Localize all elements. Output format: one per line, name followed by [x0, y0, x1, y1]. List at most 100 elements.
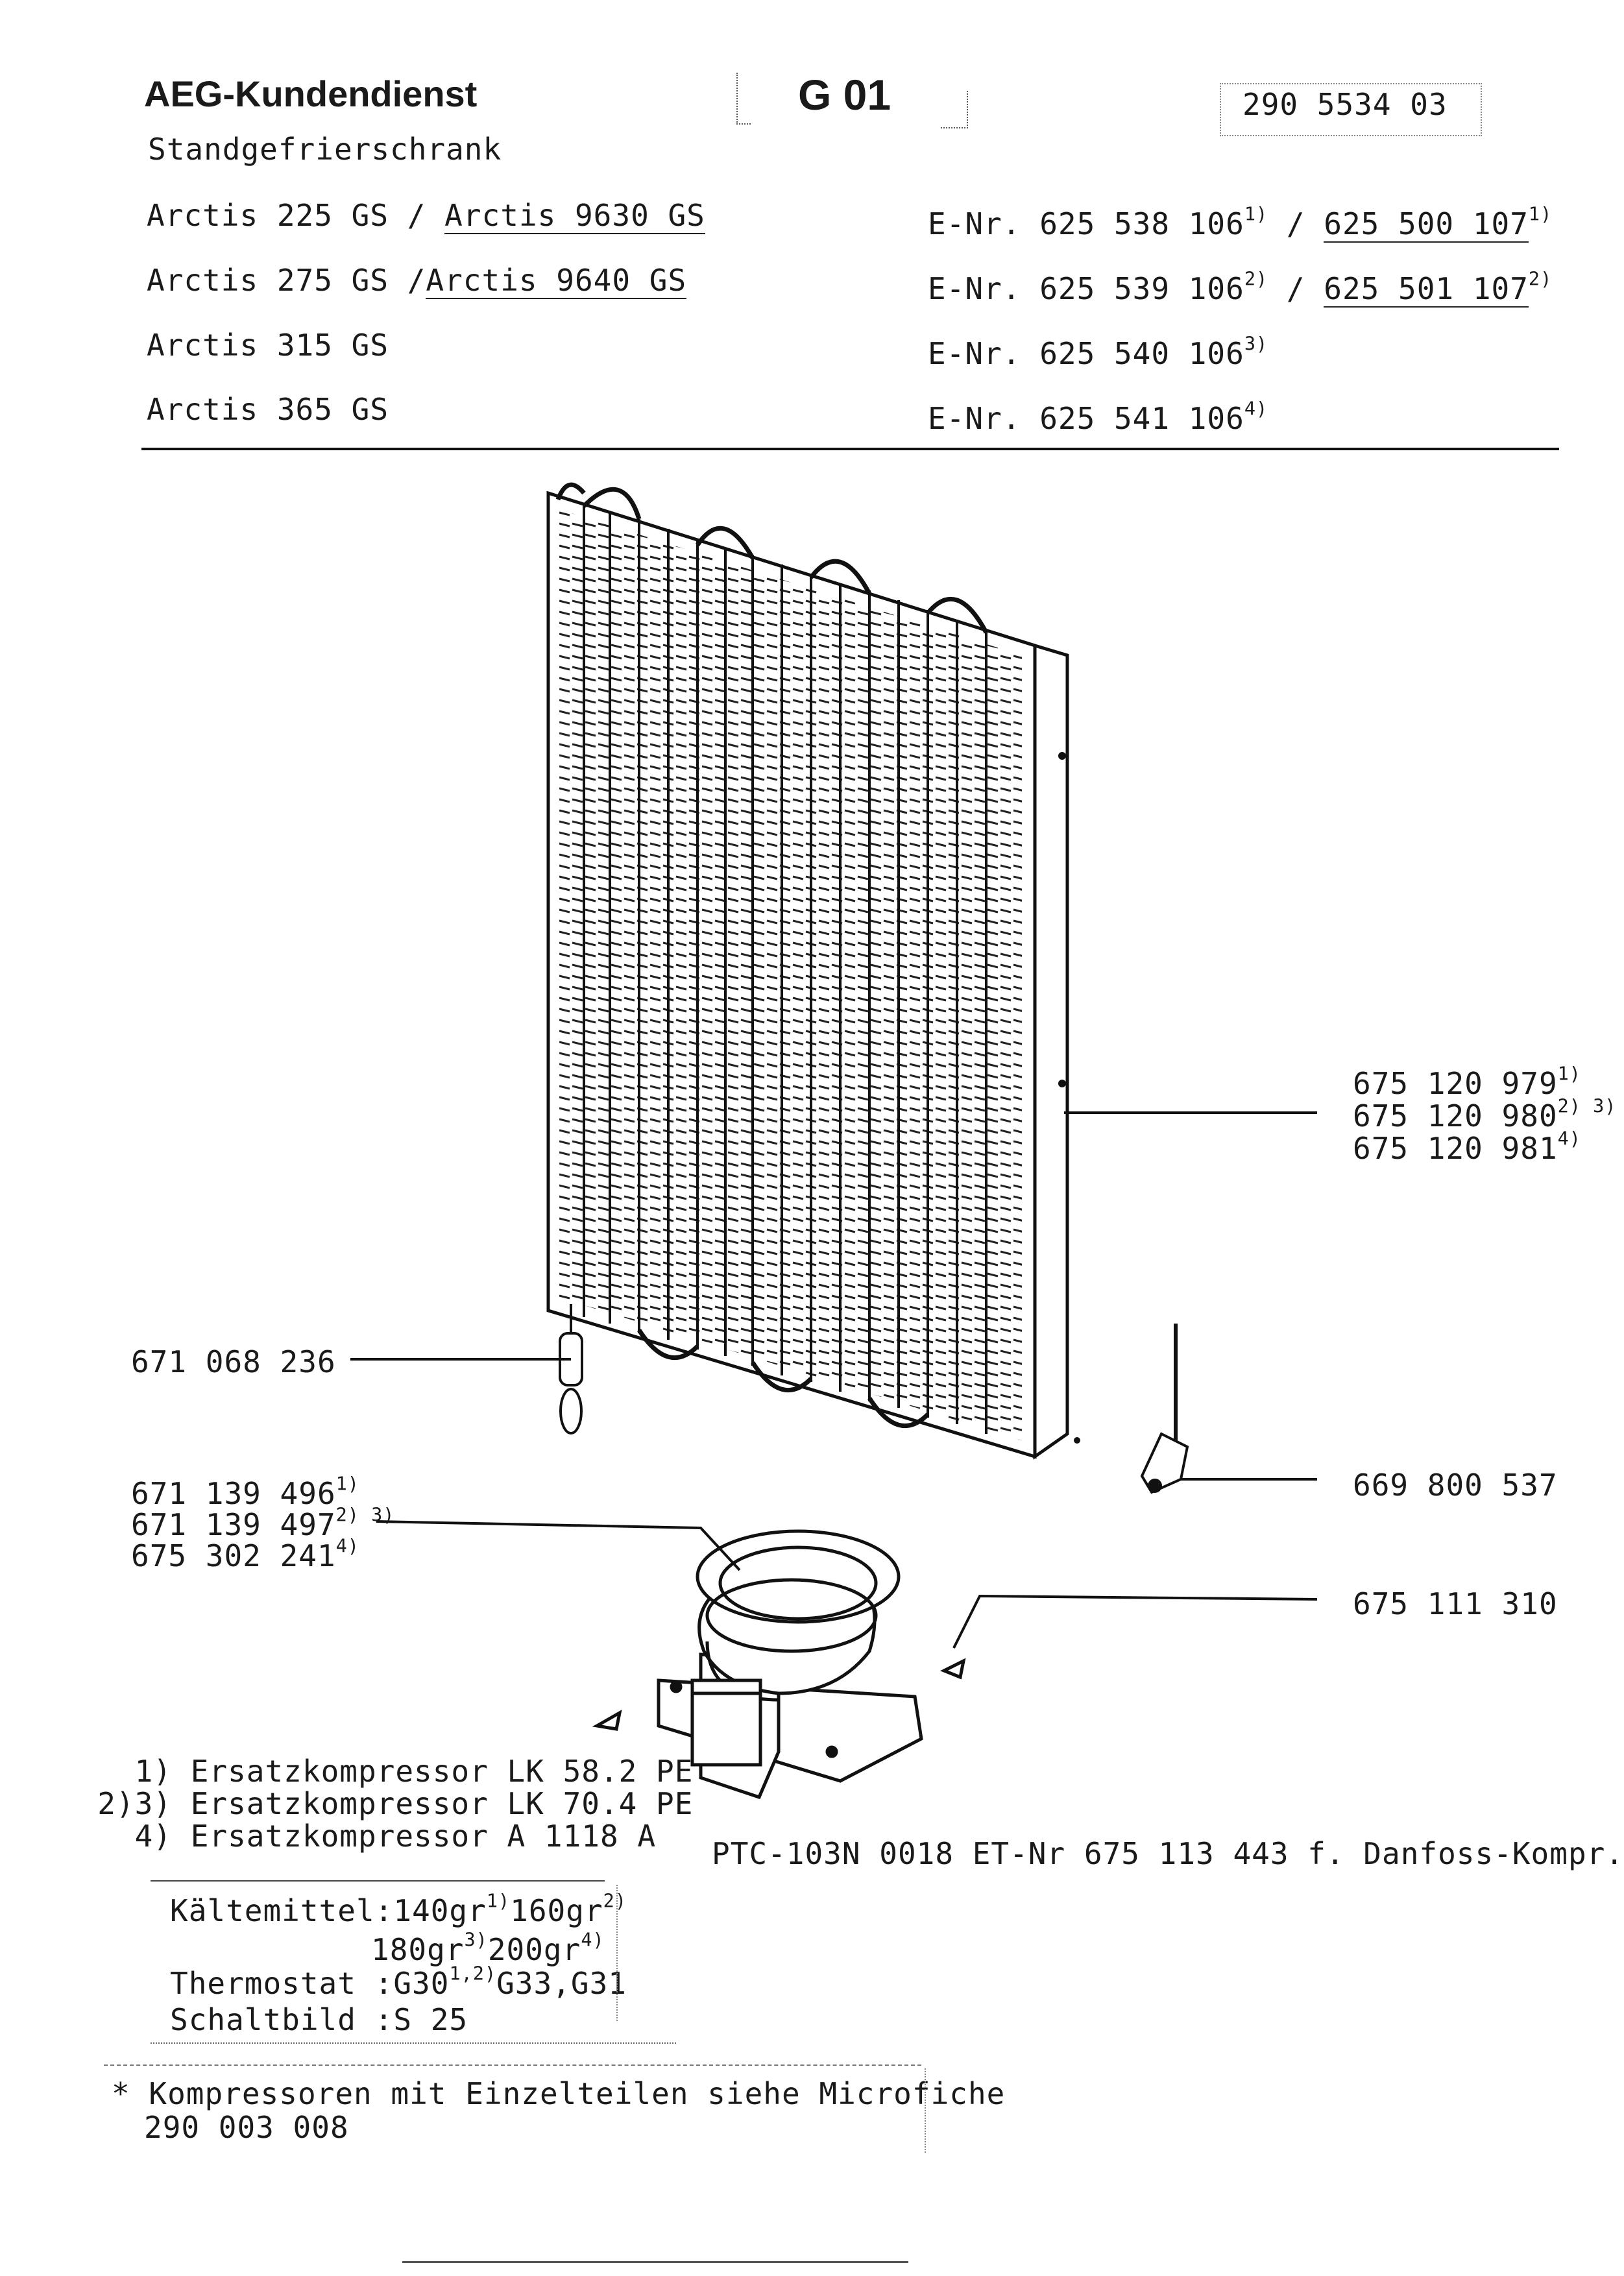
model-name: Arctis 275 GS [147, 263, 389, 298]
page-code: G 01 [798, 71, 891, 119]
part-footnote: 4) [335, 1535, 359, 1557]
thermostat-sensor [1140, 1324, 1189, 1494]
part-number-row: 675 120 9802) 3) [1353, 1097, 1616, 1133]
part-number: 671 139 496 [131, 1476, 336, 1511]
enr-label: E-Nr. [928, 336, 1021, 371]
enr-footnote: 3) [1244, 333, 1268, 355]
footnote-line-2: 290 003 008 [144, 2110, 349, 2145]
spec-footnote: 3) [464, 1929, 488, 1951]
spec-value: G30 [393, 1966, 450, 2001]
model-name: Arctis 225 GS [147, 198, 389, 233]
part-number-row: 671 139 4972) 3) [131, 1506, 394, 1542]
spec-thermostat: Thermostat :G301,2)G33,G31 [170, 1963, 627, 2001]
spec-footnote: 2) [603, 1890, 627, 1912]
enr-number: 625 539 106 [1039, 271, 1244, 306]
model-alt-name: Arctis 9630 GS [444, 198, 705, 234]
spec-label: Schaltbild [170, 2002, 356, 2037]
header-divider [141, 448, 1559, 450]
part-number: 675 120 981 [1353, 1131, 1558, 1166]
enr-number: 625 541 106 [1039, 401, 1244, 436]
spec-footnote: 1) [486, 1890, 511, 1912]
compressor [657, 1529, 923, 1800]
part-footnote: 2) 3) [335, 1504, 395, 1526]
spec-value: G33,G31 [496, 1966, 627, 2001]
clip-part-number: 675 111 310 [1353, 1586, 1558, 1621]
model-row-4: Arctis 365 GS [147, 392, 389, 427]
evaporator-plate [546, 482, 1080, 1460]
bottom-rule [402, 2261, 908, 2263]
replacement-mark: 1) [134, 1754, 172, 1789]
enr-row-2: E-Nr. 625 539 1062) / 625 501 1072) [928, 268, 1553, 308]
part-footnote: 1) [1557, 1063, 1581, 1085]
enr-number: 625 540 106 [1039, 336, 1244, 371]
enr-alt-number: 625 501 107 [1324, 271, 1529, 308]
enr-alt-footnote: 2) [1528, 268, 1553, 290]
replacement-row: 2)3) Ersatzkompressor LK 70.4 PE [97, 1787, 693, 1820]
part-number: 675 120 980 [1353, 1098, 1558, 1133]
enr-footnote: 2) [1244, 268, 1268, 290]
sensor-part-number: 671 068 236 [131, 1344, 336, 1379]
replacement-text: Ersatzkompressor A 1118 A [190, 1819, 657, 1854]
brand-title: AEG-Kundendienst [144, 73, 478, 114]
specs-top-rule [151, 1880, 605, 1882]
thermostat-part-number: 669 800 537 [1353, 1468, 1558, 1503]
replacement-row: 1) Ersatzkompressor LK 58.2 PE [97, 1755, 693, 1787]
replacement-row: 4) Ersatzkompressor A 1118 A [97, 1820, 693, 1852]
part-number-row: 675 120 9814) [1353, 1130, 1616, 1166]
part-number: 675 302 241 [131, 1538, 336, 1573]
replacement-text: Ersatzkompressor LK 58.2 PE [190, 1754, 694, 1789]
enr-row-3: E-Nr. 625 540 1063) [928, 333, 1268, 371]
spec-refrigerant: Kältemittel:140gr1)160gr2) [170, 1890, 627, 1928]
spec-footnote: 4) [581, 1929, 605, 1951]
part-number-row: 675 120 9791) [1353, 1065, 1616, 1101]
enr-row-4: E-Nr. 625 541 1064) [928, 398, 1268, 436]
part-number-row: 675 302 2414) [131, 1537, 394, 1573]
footnote-line-1: * Kompressoren mit Einzelteilen siehe Mi… [112, 2076, 1006, 2111]
evaporator-part-list: 675 120 9791) 675 120 9802) 3) 675 120 9… [1353, 1065, 1616, 1166]
footnote-top-rule [104, 2064, 921, 2066]
model-row-1: Arctis 225 GS / Arctis 9630 GS [147, 198, 705, 234]
document-number-frame [1220, 83, 1482, 136]
spec-value: 140gr [393, 1893, 487, 1928]
spec-label: Thermostat [170, 1966, 356, 2001]
enr-footnote: 1) [1244, 203, 1268, 225]
ptc-note: PTC-103N 0018 ET-Nr 675 113 443 f. Danfo… [712, 1836, 1624, 1871]
spec-footnote: 1,2) [449, 1963, 497, 1985]
spec-refrigerant-cont: 180gr3)200gr4) [371, 1929, 605, 1967]
model-separator: / [389, 263, 426, 298]
part-footnote: 1) [335, 1473, 359, 1495]
leader-lines [350, 1111, 1318, 1649]
enr-separator: / [1268, 271, 1324, 306]
spec-label: Kältemittel [170, 1893, 375, 1928]
mounting-clips [592, 1658, 966, 1731]
specs-right-rule [616, 1885, 618, 2021]
document-number: 290 5534 03 [1242, 87, 1448, 122]
enr-label: E-Nr. [928, 206, 1021, 241]
code-bracket-left [736, 73, 751, 125]
enr-alt-number: 625 500 107 [1324, 206, 1529, 243]
spec-value: 200gr [487, 1932, 581, 1967]
model-row-3: Arctis 315 GS [147, 328, 389, 363]
part-footnote: 4) [1557, 1128, 1581, 1150]
specs-bottom-rule [151, 2042, 676, 2044]
spec-value: 160gr [510, 1893, 603, 1928]
model-row-2: Arctis 275 GS /Arctis 9640 GS [147, 263, 687, 299]
code-bracket-right [941, 91, 968, 128]
spec-value: S 25 [393, 2002, 468, 2037]
enr-row-1: E-Nr. 625 538 1061) / 625 500 1071) [928, 203, 1552, 243]
enr-separator: / [1268, 206, 1324, 241]
model-name: Arctis 315 GS [147, 328, 389, 363]
part-number: 675 120 979 [1353, 1066, 1558, 1101]
spec-wiring: Schaltbild :S 25 [170, 2002, 468, 2037]
enr-footnote: 4) [1244, 398, 1268, 420]
replacement-text: Ersatzkompressor LK 70.4 PE [190, 1786, 694, 1821]
replacement-mark: 2)3) [97, 1786, 172, 1821]
compressor-part-list: 671 139 4961) 671 139 4972) 3) 675 302 2… [131, 1475, 394, 1573]
part-footnote: 2) 3) [1557, 1095, 1617, 1117]
part-number: 671 139 497 [131, 1507, 336, 1542]
sensor-probe [559, 1304, 583, 1435]
model-alt-name: Arctis 9640 GS [426, 263, 687, 299]
enr-number: 625 538 106 [1039, 206, 1244, 241]
part-number-row: 671 139 4961) [131, 1475, 394, 1511]
